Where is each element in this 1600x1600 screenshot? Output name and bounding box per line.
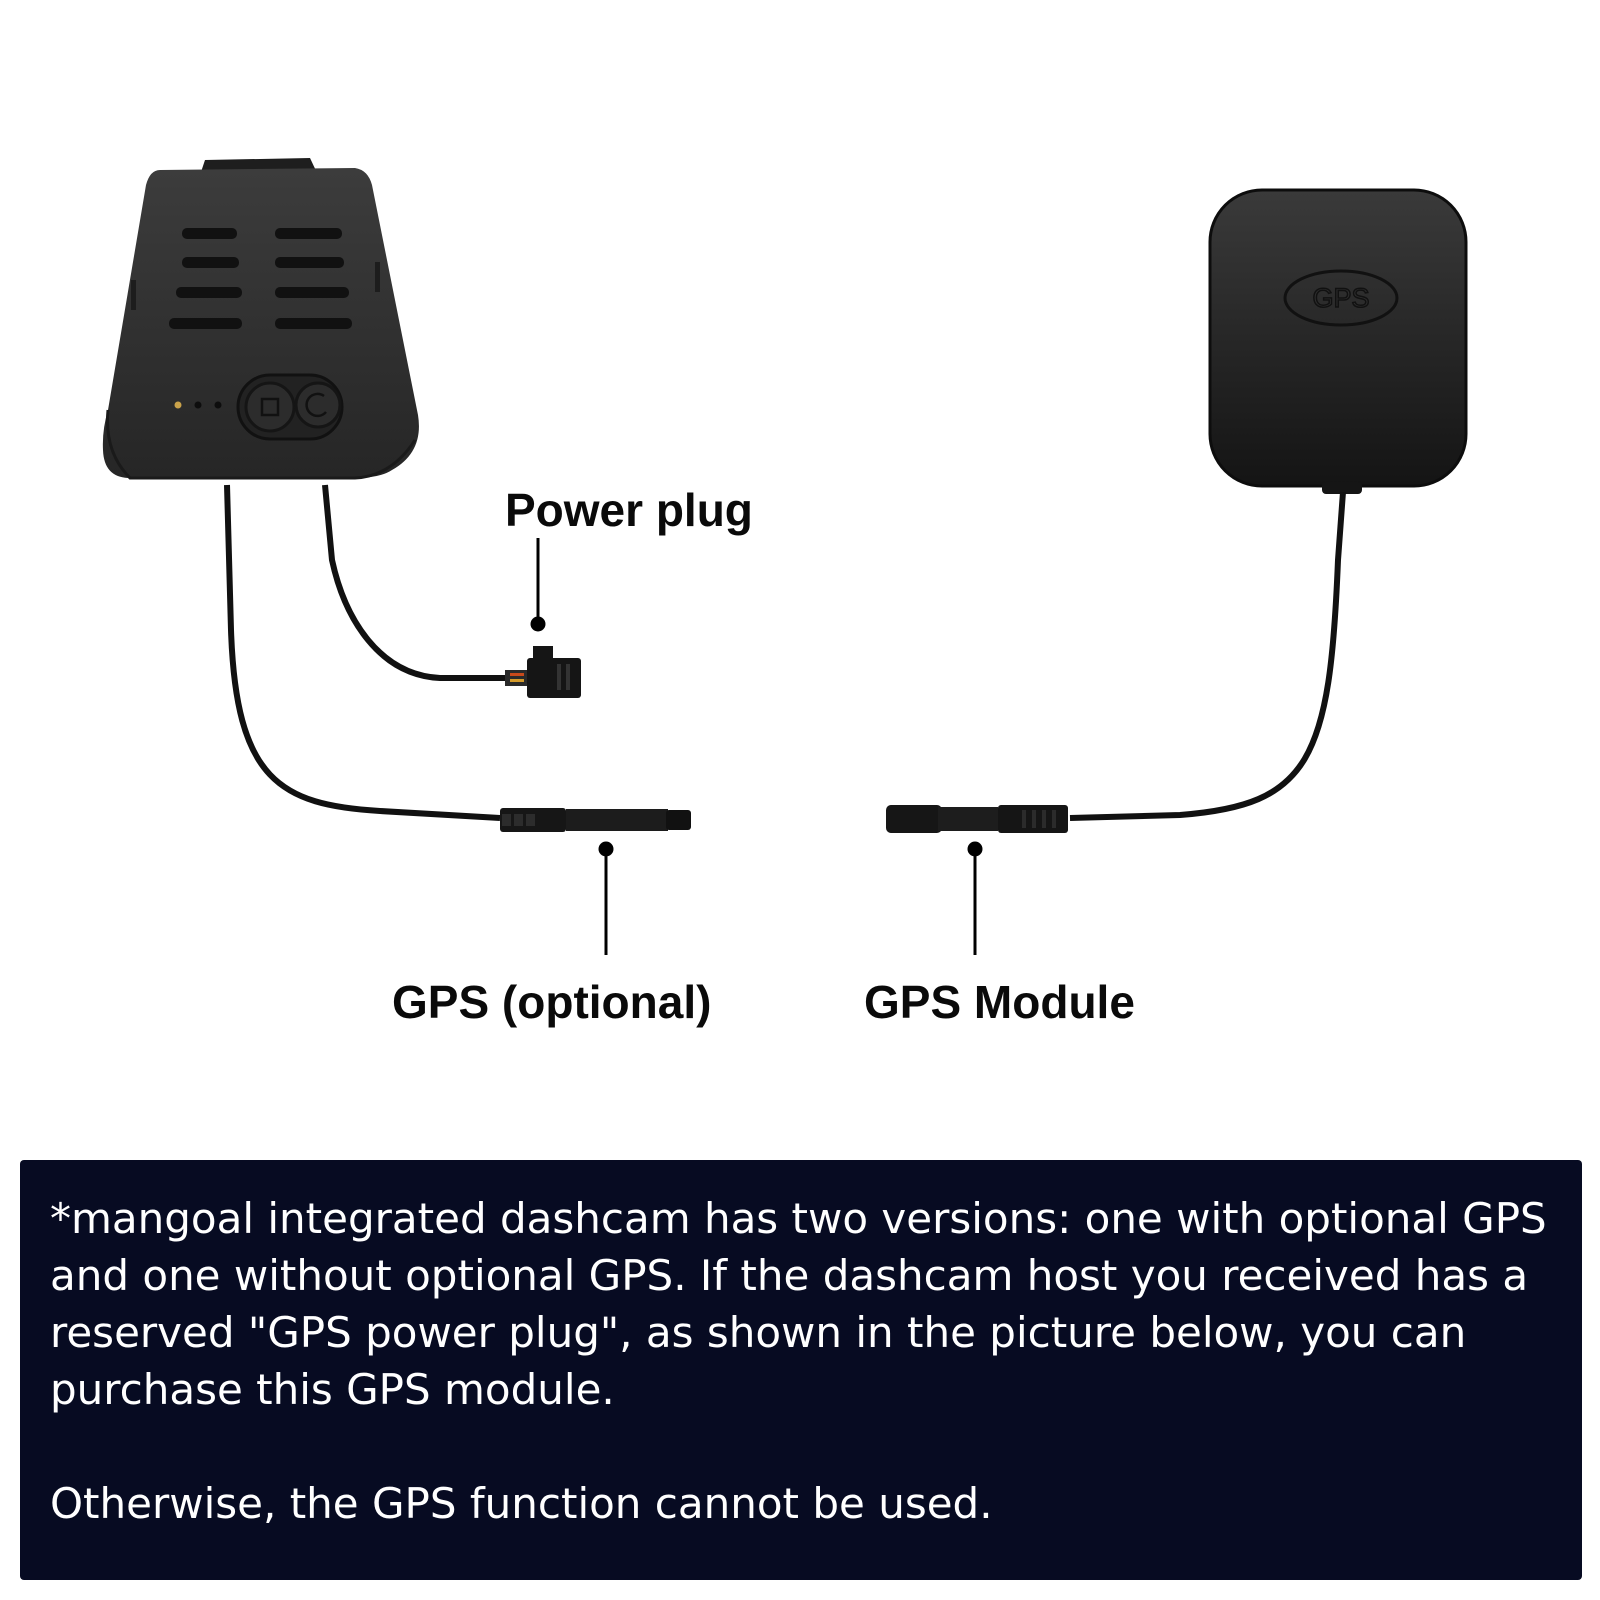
male-gps-connector-icon [500, 808, 691, 832]
callout-pointer-gps-optional [598, 841, 614, 955]
callout-pointer-power-plug [530, 538, 546, 632]
gps-cable [224, 484, 501, 821]
gps-badge-text: GPS [1312, 283, 1369, 313]
power-plug-connector-icon [505, 646, 581, 698]
power-button-icon [294, 381, 342, 429]
note-paragraph-warning: Otherwise, the GPS function cannot be us… [50, 1479, 993, 1528]
product-figure: GPS [102, 158, 1468, 955]
gps-module-label: GPS Module [864, 976, 1135, 1028]
gps-antenna-module-icon: GPS [1208, 188, 1468, 494]
note-paragraph-versions: *mangoal integrated dashcam has two vers… [50, 1194, 1547, 1414]
record-button-icon [244, 381, 296, 433]
callout-pointer-gps-module [967, 841, 983, 955]
note-panel: *mangoal integrated dashcam has two vers… [20, 1160, 1582, 1580]
dashcam-icon [102, 158, 419, 480]
gps-optional-label: GPS (optional) [392, 976, 712, 1028]
gps-module-cable [1069, 491, 1346, 821]
gps-badge-icon [1283, 269, 1399, 327]
female-gps-connector-icon [886, 805, 1068, 833]
power-cable [322, 484, 525, 681]
power-plug-label: Power plug [505, 484, 753, 536]
dashcam-vent-slots [169, 228, 352, 329]
indicator-light-icon [174, 401, 182, 409]
